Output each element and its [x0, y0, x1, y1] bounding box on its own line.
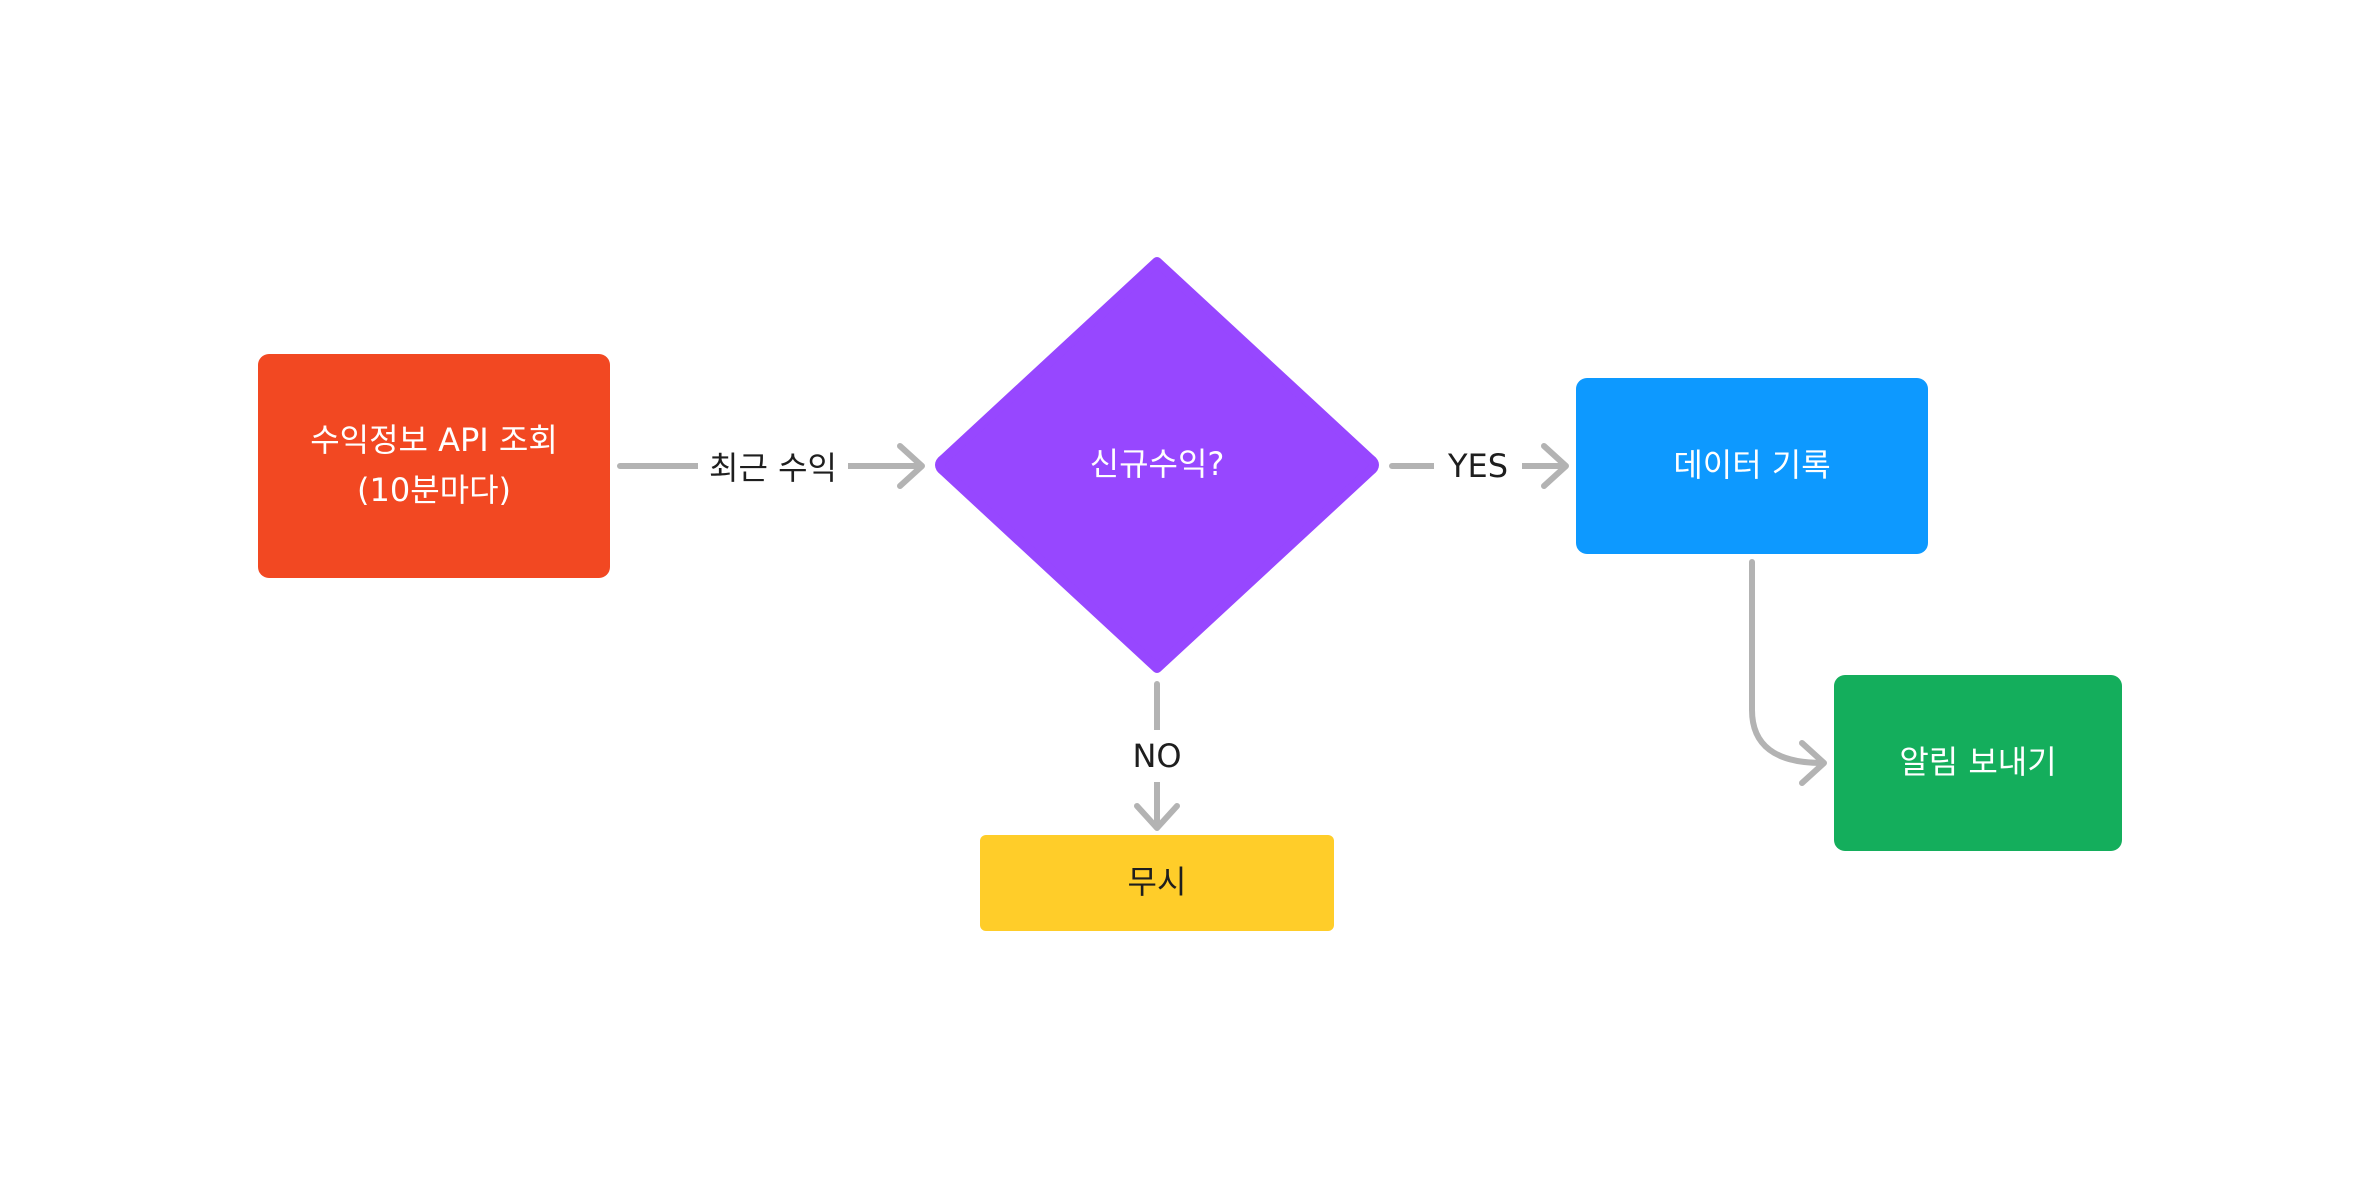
edge-label-yes: YES: [1434, 440, 1522, 492]
node-record-label: 데이터 기록: [1673, 446, 1831, 485]
node-ignore-label: 무시: [1127, 863, 1187, 902]
decision-diamond-shape: [935, 257, 1379, 673]
node-send-alert[interactable]: 알림 보내기: [1834, 675, 2122, 851]
edge-label-no: NO: [1124, 730, 1190, 782]
node-fetch-revenue-api[interactable]: 수익정보 API 조회 (10분마다): [258, 354, 610, 578]
node-decision-new-revenue[interactable]: 신규수익?: [932, 256, 1382, 674]
node-record-data[interactable]: 데이터 기록: [1576, 378, 1928, 554]
node-ignore[interactable]: 무시: [980, 835, 1334, 931]
node-fetch-line1: 수익정보 API 조회: [310, 421, 558, 460]
node-decision-label: 신규수익?: [1089, 445, 1225, 484]
node-fetch-line2: (10분마다): [356, 471, 511, 509]
edge-record-to-alert: [1749, 559, 1827, 786]
node-alert-label: 알림 보내기: [1899, 743, 2057, 782]
edge-label-recent-revenue: 최근 수익: [698, 440, 848, 492]
